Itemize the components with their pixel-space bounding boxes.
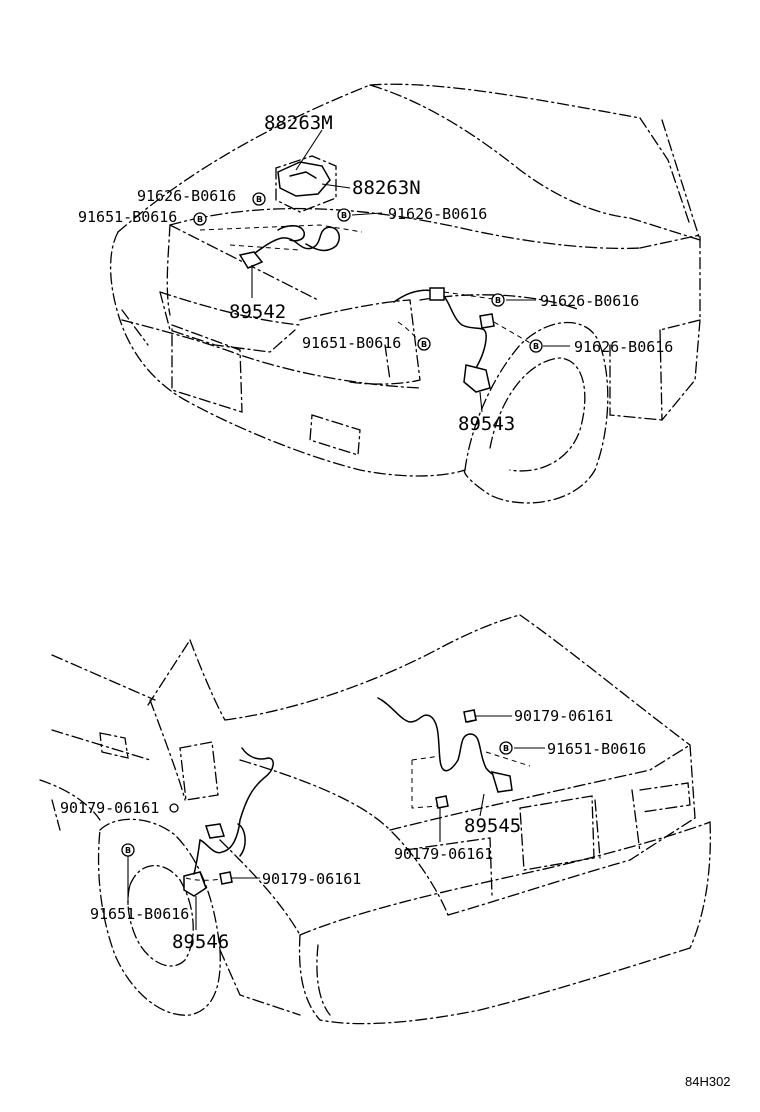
svg-text:B: B <box>125 846 131 855</box>
label-90179-rear-top: 90179-06161 <box>514 707 613 725</box>
reference-code: 84H302 <box>685 1074 731 1089</box>
label-89546: 89546 <box>172 931 229 953</box>
svg-text:B: B <box>533 342 539 351</box>
label-91626-front-center: 91626-B0616 <box>388 205 487 223</box>
svg-text:B: B <box>197 215 203 224</box>
label-91651-front-left: 91651-B0616 <box>78 208 177 226</box>
label-91626-front-left: 91626-B0616 <box>137 187 236 205</box>
label-90179-rear-center: 90179-06161 <box>394 845 493 863</box>
label-88263m: 88263M <box>264 112 333 134</box>
svg-text:B: B <box>341 211 347 220</box>
label-91651-rear-right: 91651-B0616 <box>547 740 646 758</box>
label-90179-rear-bottom: 90179-06161 <box>262 870 361 888</box>
bolt-icon: B B B B B B <box>193 192 543 353</box>
label-89543: 89543 <box>458 413 515 435</box>
label-91651-front-center: 91651-B0616 <box>302 334 401 352</box>
svg-text:B: B <box>256 195 262 204</box>
front-part-labels: 88263M 88263N 91626-B0616 91651-B0616 91… <box>78 112 673 435</box>
label-89545: 89545 <box>464 815 521 837</box>
label-89542: 89542 <box>229 301 286 323</box>
svg-text:B: B <box>495 296 501 305</box>
rear-callouts <box>127 715 545 930</box>
front-left-sensor-harness <box>199 224 363 269</box>
rear-part-labels: 90179-06161 91651-B0616 90179-06161 8954… <box>60 707 646 953</box>
front-callouts <box>251 129 570 413</box>
front-abs-actuator <box>275 155 337 213</box>
clip-icon <box>169 709 477 885</box>
front-vehicle-outline <box>109 83 701 504</box>
label-91626-front-right-bottom: 91626-B0616 <box>574 338 673 356</box>
label-90179-rear-left: 90179-06161 <box>60 799 159 817</box>
label-88263n: 88263N <box>352 177 421 199</box>
label-91626-front-right-top: 91626-B0616 <box>540 292 639 310</box>
svg-text:B: B <box>503 744 509 753</box>
svg-text:B: B <box>421 340 427 349</box>
bolt-icon: B B <box>121 741 513 857</box>
rear-left-sensor-harness <box>183 747 274 897</box>
front-right-sensor-harness <box>393 287 533 393</box>
rear-vehicle-outline <box>39 614 711 1025</box>
label-91651-rear-left: 91651-B0616 <box>90 905 189 923</box>
